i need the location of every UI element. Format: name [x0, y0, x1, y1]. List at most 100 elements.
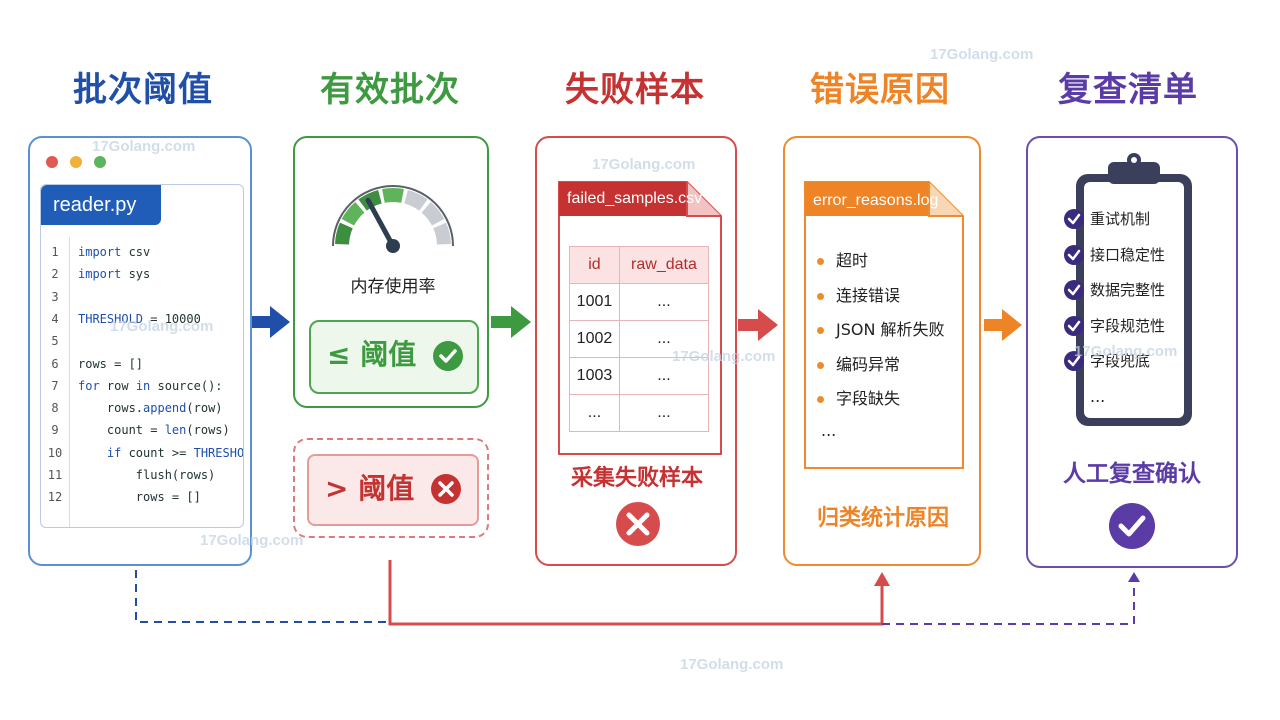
checklist-label: 接口稳定性 [1090, 245, 1166, 264]
bullet-icon [817, 258, 824, 265]
minimize-dot-icon [70, 156, 82, 168]
gauge-segment [382, 188, 404, 203]
title-error-reasons: 错误原因 [810, 70, 950, 110]
list-item: 连接错误 [817, 283, 900, 309]
solid-connector-red [388, 560, 884, 626]
bullet-icon [817, 292, 824, 300]
bullet-icon [817, 396, 824, 403]
line-number: 1 [51, 245, 59, 259]
arrow-to-review-icon [984, 309, 1022, 341]
arrow-to-valid-icon [252, 306, 290, 338]
code-text: import csv [78, 245, 151, 259]
check-circle-icon [1109, 503, 1155, 549]
bullet-icon [817, 361, 824, 369]
table-row: 1002... [569, 320, 710, 358]
table-row: 1001... [569, 283, 710, 321]
code-text: rows = [] [78, 356, 144, 371]
code-text: flush(rows) [78, 468, 216, 482]
check-circle-icon [433, 341, 463, 371]
checklist-label: 字段规范性 [1090, 316, 1166, 335]
check-circle-icon [1064, 209, 1084, 229]
code-text: THRESHOLD = 10000 [78, 311, 201, 326]
watermark: 17Golang.com [1074, 343, 1178, 360]
arrowhead-up-purple [1128, 572, 1140, 582]
reasons-log-filename: error_reasons.log [813, 192, 939, 209]
list-item: 编码异常 [817, 352, 900, 378]
review-more: ... [1090, 387, 1106, 406]
check-circle-icon [1064, 351, 1084, 371]
table-cell: 1002 [569, 320, 620, 358]
over-threshold-box: > 阈值 [307, 454, 479, 526]
checklist-label: 重试机制 [1090, 210, 1151, 228]
list-item: 超时 [817, 248, 868, 274]
title-review-list: 复查清单 [1058, 70, 1198, 110]
gauge-segment [341, 201, 365, 226]
clipboard-icon [1076, 153, 1192, 426]
checklist-item: 重试机制 [1064, 206, 1151, 232]
x-circle-icon [616, 502, 660, 546]
table-cell: ... [569, 394, 620, 432]
over-threshold-label: > 阈值 [325, 472, 415, 505]
code-text: rows = [] [78, 490, 201, 505]
table-cell: 1003 [569, 357, 620, 395]
arrowhead-up-red [874, 572, 890, 586]
failed-caption: 采集失败样本 [570, 466, 703, 491]
column-header: raw_data [618, 246, 710, 284]
code-text: rows.append(row) [78, 401, 223, 416]
close-dot-icon [46, 156, 58, 168]
checklist-label: 数据完整性 [1090, 281, 1166, 299]
table-cell: 1001 [569, 283, 620, 321]
line-number: 8 [51, 401, 59, 416]
checklist-item: 数据完整性 [1064, 277, 1166, 303]
arrow-to-failed-icon [491, 306, 531, 338]
bullet-icon [817, 327, 824, 334]
table-row: ...... [569, 394, 710, 432]
table-cell: ... [618, 357, 710, 395]
watermark: 17Golang.com [200, 532, 304, 549]
reason-label: 字段缺失 [836, 389, 901, 408]
memory-gauge-icon [332, 185, 454, 253]
list-item: 字段缺失 [817, 386, 900, 412]
line-number: 4 [51, 311, 59, 326]
feedback-connectors [135, 560, 1140, 626]
line-number: 9 [51, 423, 59, 438]
check-circle-icon [1064, 244, 1084, 265]
gauge-segment [433, 222, 451, 245]
watermark: 17Golang.com [680, 656, 784, 673]
dashed-connector-purple [882, 580, 1135, 625]
gauge-segment [421, 201, 445, 226]
table-cell: ... [618, 394, 710, 432]
log-document-icon [804, 181, 964, 469]
table-row: 1003... [569, 357, 710, 395]
code-text: for row in source(): [78, 378, 223, 393]
watermark: 17Golang.com [672, 348, 776, 365]
title-batch-threshold: 批次阈值 [73, 70, 213, 110]
reason-label: 超时 [836, 251, 869, 270]
pass-threshold-label: ≤ 阈值 [327, 338, 417, 371]
review-caption: 人工复查确认 [1063, 461, 1201, 487]
code-text: if count >= THRESHOLD [106, 445, 244, 460]
check-circle-icon [1064, 280, 1084, 300]
table-cell: ... [618, 283, 710, 321]
arrow-to-reasons-icon [738, 309, 778, 341]
reason-label: 编码异常 [836, 354, 901, 374]
file-tab-reader[interactable]: reader.py [41, 185, 161, 225]
line-number: 5 [51, 334, 59, 349]
checklist-item: 字段兜底 [1064, 348, 1150, 374]
title-valid-batch: 有效批次 [320, 70, 460, 110]
gauge-segment [404, 189, 428, 211]
line-number: 10 [47, 445, 63, 460]
watermark: 17Golang.com [110, 318, 214, 335]
gauge-label: 内存使用率 [350, 277, 436, 297]
title-failed-samples: 失败样本 [565, 70, 705, 110]
watermark: 17Golang.com [930, 46, 1034, 63]
gauge-segment [335, 222, 353, 245]
pass-threshold-box: ≤ 阈值 [309, 320, 479, 394]
code-text: count = len(rows) [78, 423, 230, 438]
